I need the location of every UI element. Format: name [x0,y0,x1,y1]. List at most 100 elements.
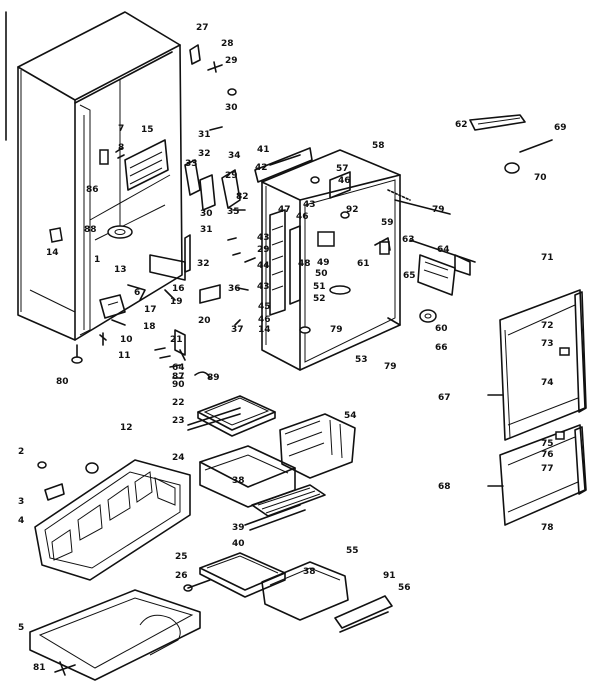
part-label-74: 74 [541,378,554,388]
part-label-37: 37 [231,325,244,335]
part-label-47: 47 [278,205,291,215]
part-label-29-c: 29 [257,245,270,255]
part-label-64: 64 [437,245,450,255]
part-label-26: 26 [175,571,188,581]
part-label-45: 45 [258,302,271,312]
part-label-20: 20 [198,316,211,326]
part-label-60: 60 [435,324,448,334]
part-label-79-c: 79 [384,362,397,372]
part-label-5: 5 [18,623,24,633]
part-label-24: 24 [172,453,185,463]
door-panels [487,289,587,526]
part-label-30-b: 30 [200,209,213,219]
part-label-13: 13 [114,265,127,275]
part-label-89: 89 [207,373,220,383]
part-label-8: 8 [118,143,124,153]
part-label-82: 82 [236,192,249,202]
part-label-4: 4 [18,516,24,526]
part-label-87: 87 [172,372,185,382]
left-small-parts [49,44,256,379]
part-label-28: 28 [221,39,234,49]
part-label-50: 50 [315,269,328,279]
part-label-14: 14 [46,248,59,258]
part-label-46: 46 [338,176,351,186]
part-label-79-b: 79 [330,325,343,335]
part-label-22: 22 [172,398,185,408]
part-label-21: 21 [170,335,183,345]
part-label-88: 88 [84,225,97,235]
part-label-51: 51 [313,282,326,292]
part-label-14-b: 14 [258,325,271,335]
shelves-and-bins [183,395,393,633]
part-label-46-c: 46 [258,315,271,325]
part-label-48: 48 [298,259,311,269]
part-label-75: 75 [541,439,554,449]
part-label-29: 29 [225,56,238,66]
part-label-64-b: 64 [172,363,185,373]
part-label-79: 79 [432,205,445,215]
part-label-90: 90 [172,380,185,390]
part-label-31: 31 [198,130,211,140]
part-label-15: 15 [141,125,154,135]
part-label-27: 27 [196,23,209,33]
part-label-3: 3 [18,497,24,507]
part-label-72: 72 [541,321,554,331]
part-label-38-b: 38 [303,567,316,577]
part-label-63: 63 [402,235,415,245]
part-label-43-c: 43 [303,200,316,210]
part-label-10: 10 [120,335,133,345]
part-label-29-b: 29 [225,171,238,181]
part-label-65: 65 [403,271,416,281]
part-label-18: 18 [143,322,156,332]
part-label-43: 43 [257,233,270,243]
part-label-39: 39 [232,523,245,533]
part-label-56: 56 [398,583,411,593]
part-label-40: 40 [232,539,245,549]
grille-and-base [29,459,201,681]
part-label-35: 35 [227,207,240,217]
part-labels: 1 2 3 4 5 6 7 8 10 11 12 13 14 14 15 16 … [18,23,567,673]
part-label-80: 80 [56,377,69,387]
part-label-32: 32 [198,149,211,159]
part-label-52: 52 [313,294,326,304]
part-label-68: 68 [438,482,451,492]
part-label-2: 2 [18,447,24,457]
part-label-32-b: 32 [197,259,210,269]
part-label-59: 59 [381,218,394,228]
part-label-69: 69 [554,123,567,133]
part-label-30: 30 [225,103,238,113]
part-label-58: 58 [372,141,385,151]
part-label-16: 16 [172,284,185,294]
part-label-1: 1 [94,255,100,265]
part-label-19: 19 [170,297,183,307]
part-label-76: 76 [541,450,554,460]
part-label-42: 42 [255,163,268,173]
liner-box [254,147,401,371]
part-label-33: 33 [185,159,198,169]
part-label-62: 62 [455,120,468,130]
part-label-67: 67 [438,393,451,403]
part-label-46-b: 46 [296,212,309,222]
part-label-92: 92 [346,205,359,215]
part-label-38: 38 [232,476,245,486]
part-label-43-b: 43 [257,282,270,292]
part-label-7: 7 [118,124,124,134]
part-label-11: 11 [118,351,131,361]
part-label-77: 77 [541,464,554,474]
part-label-81: 81 [33,663,46,673]
part-label-53: 53 [355,355,368,365]
part-label-31-b: 31 [200,225,213,235]
part-label-55: 55 [346,546,359,556]
part-label-66: 66 [435,343,448,353]
part-label-70: 70 [534,173,547,183]
part-label-78: 78 [541,523,554,533]
part-label-34: 34 [228,151,241,161]
part-label-23: 23 [172,416,185,426]
part-label-17: 17 [144,305,157,315]
part-label-49: 49 [317,258,330,268]
part-label-54: 54 [344,411,357,421]
part-label-25: 25 [175,552,188,562]
part-label-71: 71 [541,253,554,263]
part-label-12: 12 [120,423,133,433]
